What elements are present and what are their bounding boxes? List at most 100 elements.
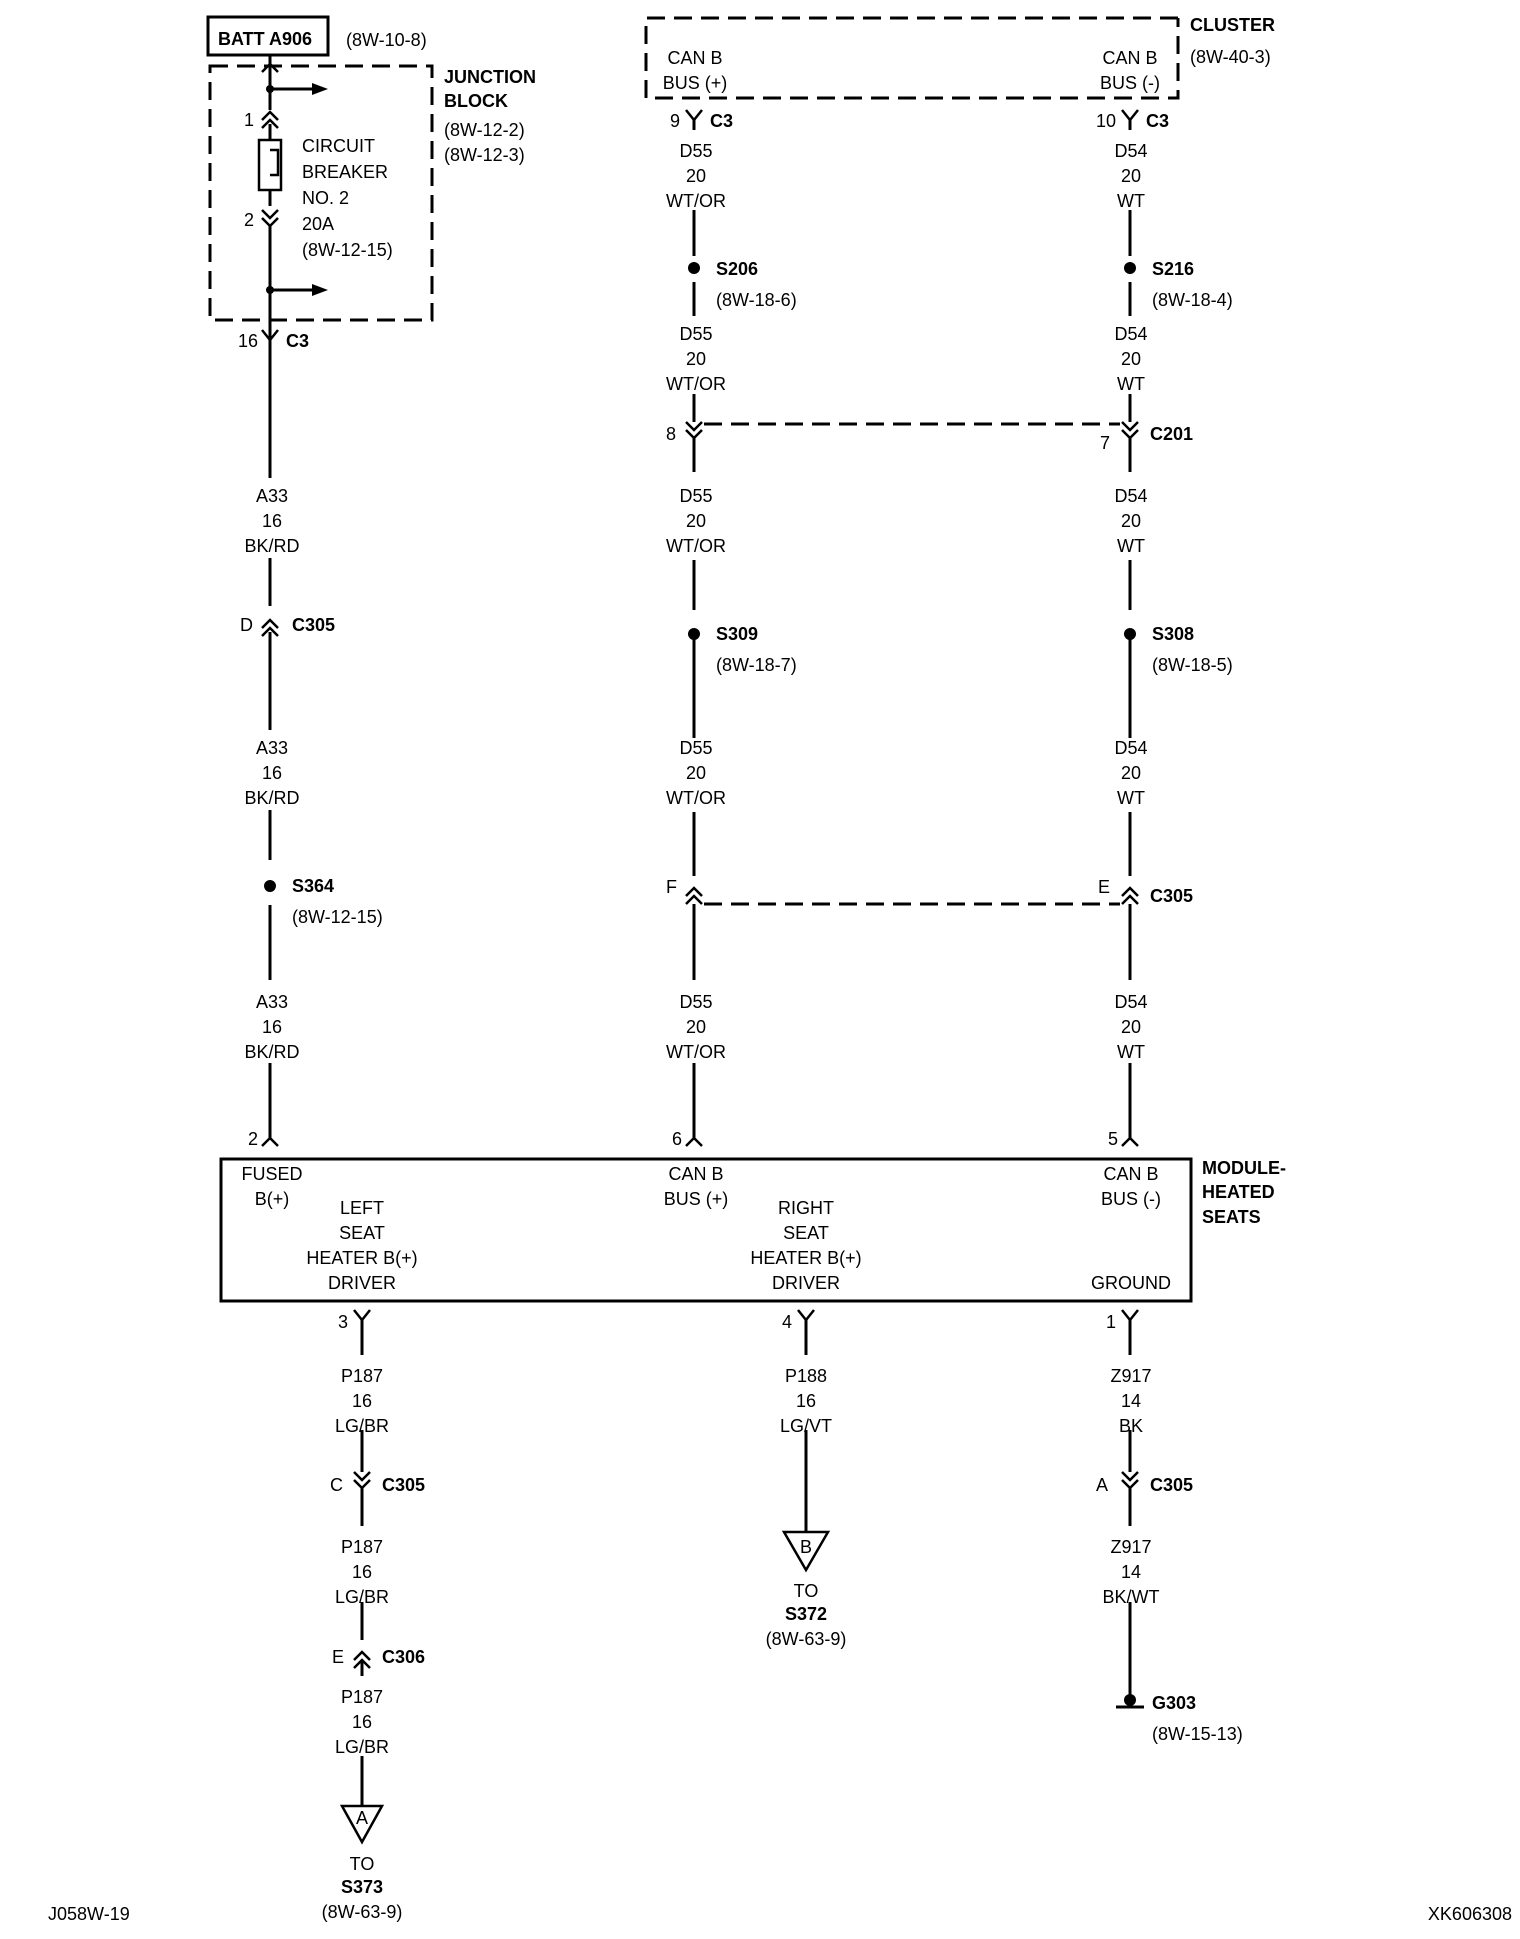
module-pin-4: 4 [782, 1312, 792, 1332]
c305-pin-d: D [240, 615, 253, 635]
module-cann-2: BUS (-) [1101, 1189, 1161, 1209]
wire-gauge: 20 [686, 763, 706, 783]
wire-gauge: 20 [686, 349, 706, 369]
wire-gauge: 16 [262, 1017, 282, 1037]
wire-color: BK [1119, 1416, 1143, 1436]
wire-gauge: 16 [262, 511, 282, 531]
wire-gauge: 20 [686, 166, 706, 186]
cb-pin-in: 1 [244, 110, 254, 130]
wire-id: A33 [256, 486, 288, 506]
offpage-a-to: TO [350, 1854, 375, 1874]
wire-d54-run [1120, 109, 1140, 1147]
module-outline [219, 1157, 1193, 1303]
module-pin-1: 1 [1106, 1312, 1116, 1332]
wire-d55-run [684, 109, 704, 1147]
wire-color: WT [1117, 788, 1145, 808]
wire-gauge: 20 [686, 1017, 706, 1037]
module-title-2: HEATED [1202, 1182, 1275, 1202]
c305-label-p187: C305 [382, 1475, 425, 1495]
offpage-a-triangle [339, 1804, 385, 1845]
splice-s216-ref: (8W-18-4) [1152, 290, 1233, 310]
offpage-a-letter: A [356, 1808, 368, 1828]
wire-gauge: 20 [1121, 349, 1141, 369]
c305-pin-a: A [1096, 1475, 1108, 1495]
splice-s309-ref: (8W-18-7) [716, 655, 797, 675]
module-pin-2: 2 [248, 1129, 258, 1149]
cluster-can-neg-1: CAN B [1102, 48, 1157, 68]
c201-pin-7: 7 [1100, 433, 1110, 453]
wire-color: WT [1117, 536, 1145, 556]
c201-label: C201 [1150, 424, 1193, 444]
c3-label-d55: C3 [710, 111, 733, 131]
module-heated-seats: MODULE- HEATED SEATS FUSED B(+) CAN B BU… [219, 1157, 1286, 1303]
module-right-4: DRIVER [772, 1273, 840, 1293]
wire-id: D54 [1114, 992, 1147, 1012]
splice-labels: S206 (8W-18-6) S216 (8W-18-4) S309 (8W-1… [292, 259, 1233, 927]
cb-label-3: NO. 2 [302, 188, 349, 208]
cluster-can-neg-2: BUS (-) [1100, 73, 1160, 93]
wire-color: WT/OR [666, 536, 726, 556]
cluster-ref: (8W-40-3) [1190, 47, 1271, 67]
wire-id: P187 [341, 1366, 383, 1386]
wire-z917-run [1116, 1309, 1144, 1709]
offpage-b-letter: B [800, 1537, 812, 1557]
ground-icon [1116, 1694, 1144, 1709]
cb-label-4: 20A [302, 214, 334, 234]
module-cann-1: CAN B [1103, 1164, 1158, 1184]
module-right-1: RIGHT [778, 1198, 834, 1218]
wire-labels-a33: A33 16 BK/RD A33 16 BK/RD A33 16 BK/RD [244, 486, 299, 1062]
wire-id: A33 [256, 738, 288, 758]
junction-block-ref-2: (8W-12-3) [444, 145, 525, 165]
wire-color: WT/OR [666, 191, 726, 211]
wire-id: P188 [785, 1366, 827, 1386]
junction-block-ref-1: (8W-12-2) [444, 120, 525, 140]
wire-color: WT [1117, 1042, 1145, 1062]
module-left-2: SEAT [339, 1223, 385, 1243]
wire-id: D54 [1114, 738, 1147, 758]
c201-pin-8: 8 [666, 424, 676, 444]
wire-id: D54 [1114, 324, 1147, 344]
wire-color: WT/OR [666, 374, 726, 394]
wire-id: D55 [679, 141, 712, 161]
battery-ref: (8W-10-8) [346, 30, 427, 50]
wire-labels-p187: P187 16 LG/BR P187 16 LG/BR P187 16 LG/B… [335, 1366, 389, 1757]
wire-id: D54 [1114, 486, 1147, 506]
wire-id: D54 [1114, 141, 1147, 161]
module-fused-2: B(+) [255, 1189, 290, 1209]
c3-label-d54: C3 [1146, 111, 1169, 131]
offpage-b-to: TO [794, 1581, 819, 1601]
splice-s364: S364 [292, 876, 334, 896]
wire-id: D55 [679, 992, 712, 1012]
cluster-can-pos-2: BUS (+) [663, 73, 728, 93]
battery-box [206, 15, 330, 57]
wire-color: LG/VT [780, 1416, 832, 1436]
c305-label-a33: C305 [292, 615, 335, 635]
c3-pin-10: 10 [1096, 111, 1116, 131]
c305-label-z917: C305 [1150, 1475, 1193, 1495]
splice-s206: S206 [716, 259, 758, 279]
splice-s308-ref: (8W-18-5) [1152, 655, 1233, 675]
offpage-b-ref: (8W-63-9) [766, 1629, 847, 1649]
wire-color: LG/BR [335, 1737, 389, 1757]
wire-color: WT [1117, 191, 1145, 211]
c305-pin-c: C [330, 1475, 343, 1495]
cluster-can-pos-1: CAN B [667, 48, 722, 68]
cluster-title: CLUSTER [1190, 15, 1275, 35]
wire-gauge: 14 [1121, 1562, 1141, 1582]
cluster-outline [644, 16, 1180, 100]
footer-drawing-id: XK606308 [1428, 1904, 1512, 1924]
offpage-a-dest: S373 [341, 1877, 383, 1897]
module-left-4: DRIVER [328, 1273, 396, 1293]
module-left-3: HEATER B(+) [306, 1248, 417, 1268]
ground-g303: G303 [1152, 1693, 1196, 1713]
c3-label-left: C3 [286, 331, 309, 351]
circuit-breaker-icon [257, 124, 283, 206]
junction-block-title-1: JUNCTION [444, 67, 536, 87]
wire-color: WT/OR [666, 1042, 726, 1062]
wire-labels-p188: P188 16 LG/VT [780, 1366, 832, 1436]
module-pin-5: 5 [1108, 1129, 1118, 1149]
c305-pin-f: F [666, 877, 677, 897]
wire-color: BK/RD [244, 788, 299, 808]
wire-a33-run [261, 329, 279, 1147]
